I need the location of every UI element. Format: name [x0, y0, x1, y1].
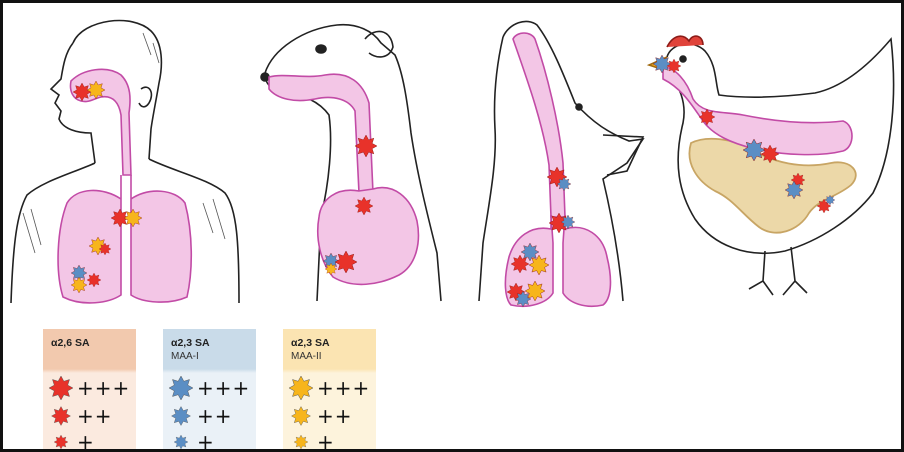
legend-level-label: ++	[77, 405, 113, 427]
chicken-legs	[749, 247, 807, 295]
legend-level-label: ++	[317, 405, 353, 427]
human-alveoli-yellow-star	[71, 277, 87, 293]
legend-subtitle: MAA-I	[171, 350, 256, 363]
legend-subtitle: MAA-II	[291, 350, 376, 363]
legend-title: α2,3 SA	[291, 337, 376, 350]
pig-eye	[576, 104, 582, 110]
legend-row: ++	[43, 403, 136, 429]
legend-row: +	[163, 429, 256, 452]
ferret-bronchus-red-star	[355, 197, 373, 215]
human-ear	[139, 87, 151, 107]
legend-level-label: +++	[317, 377, 370, 399]
legend-header: α2,6 SA	[43, 329, 136, 373]
chicken-gut-red-star	[761, 145, 779, 163]
legend-row: +++	[43, 375, 136, 401]
legend-row: +	[43, 429, 136, 452]
chicken-nasal-blue-star	[653, 55, 671, 73]
legend-row: ++	[283, 403, 376, 429]
pig-alveoli-yellow-star	[525, 281, 545, 301]
ferret-alveoli-red-star	[335, 251, 357, 273]
legend-level-label: +++	[197, 377, 250, 399]
legend-title: α2,6 SA	[51, 337, 136, 350]
legend-level-label: +++	[77, 377, 130, 399]
pig-trachea-blue-star	[557, 177, 571, 191]
legend-level-label: +	[317, 431, 335, 452]
legend-level-label: +	[197, 431, 215, 452]
legend-row: ++	[163, 403, 256, 429]
ferret-nose	[261, 73, 269, 81]
legend-title: α2,3 SA	[171, 337, 256, 350]
ferret-eye	[316, 45, 326, 53]
chicken-colon-blue-star	[825, 195, 835, 205]
pig-ear	[603, 135, 643, 175]
ferret-ear	[365, 31, 393, 57]
chicken-nasal-red-star	[667, 59, 681, 73]
ferret-alveoli-yellow-star	[325, 263, 337, 275]
chicken-eye	[680, 56, 686, 62]
legend-box-1: α2,6 SA++++++	[43, 329, 136, 451]
pig-alveoli-blue-star	[515, 291, 531, 307]
pig-bronchus-blue-star	[561, 215, 575, 229]
legend-row: +	[283, 429, 376, 452]
human-nose-red-star	[73, 83, 91, 101]
human-alveoli-red-star	[87, 273, 101, 287]
ferret-trachea-red-star	[355, 135, 377, 157]
chicken-trachea-oesophagus	[663, 67, 852, 155]
human-shoulders	[11, 159, 239, 303]
human-lung-red-star-small	[99, 243, 111, 255]
legend-row: +++	[283, 375, 376, 401]
pig-lung-red-star	[511, 255, 529, 273]
legend-level-label: ++	[197, 405, 233, 427]
chicken-intestine-blue-star	[785, 181, 803, 199]
human-bronchus-yellow-star	[124, 209, 142, 227]
legend-level-label: +	[77, 431, 95, 452]
chicken-trachea-red-star	[699, 109, 715, 125]
anatomy-illustration	[3, 3, 904, 452]
ferret-airway	[269, 74, 373, 193]
legend-row: +++	[163, 375, 256, 401]
pig-lung-yellow-star	[529, 255, 549, 275]
human-nose-yellow-star	[87, 81, 105, 99]
chicken-gut-blue-star	[743, 139, 765, 161]
